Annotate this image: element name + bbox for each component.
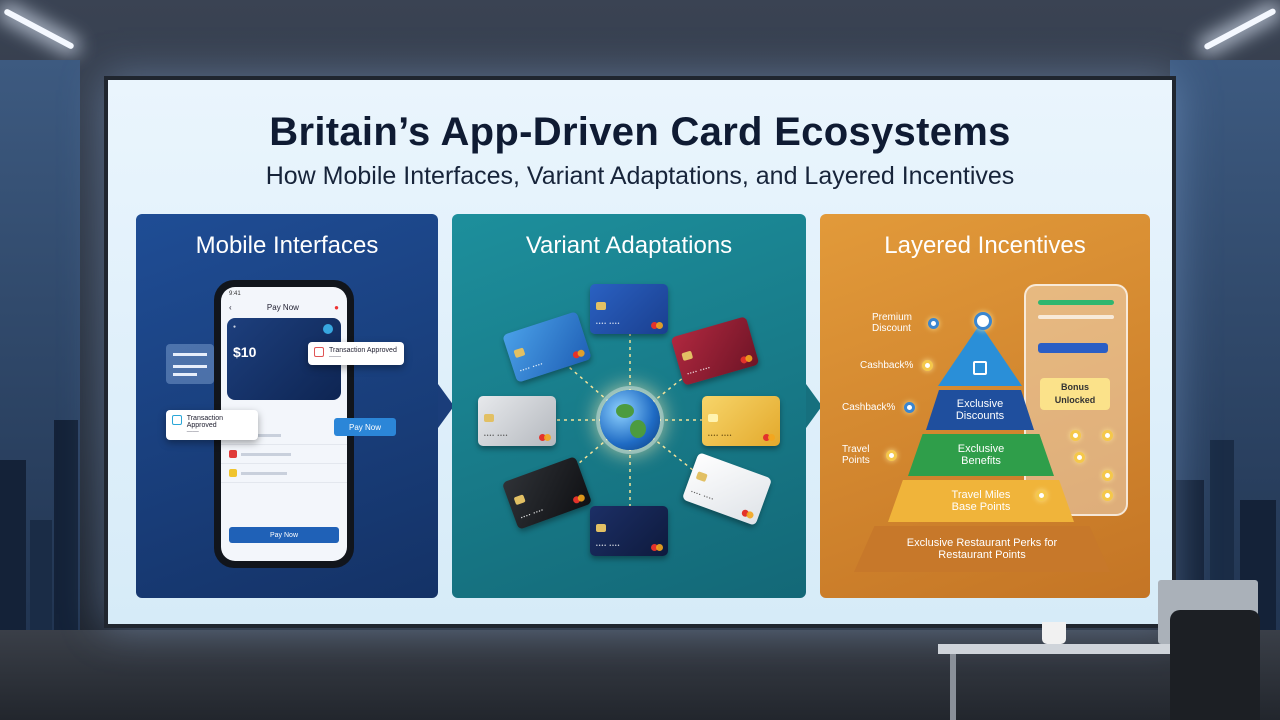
- panel-variant-adaptations: Variant Adaptations •••• •••• •••• •••• …: [452, 214, 806, 598]
- app-header: ‹ Pay Now ●: [221, 301, 347, 314]
- window-left: [0, 60, 80, 720]
- globe-icon: [600, 390, 660, 450]
- page-title: Britain’s App-Driven Card Ecosystems: [269, 110, 1011, 154]
- panel-mobile-interfaces: Mobile Interfaces 9:41 ‹ Pay Now ● ● $10: [136, 214, 438, 598]
- mastercard-logo-icon: [651, 322, 663, 329]
- credit-card-gold[interactable]: •••• ••••: [702, 396, 780, 446]
- panel-title-variants: Variant Adaptations: [525, 232, 733, 259]
- credit-card-silver[interactable]: •••• ••••: [478, 396, 556, 446]
- balance-amount: $10: [233, 344, 257, 360]
- mastercard-logo-icon: [539, 434, 551, 441]
- mastercard-logo-icon: [572, 349, 586, 359]
- notification-approved-bottom[interactable]: Transaction Approved——: [166, 410, 258, 440]
- status-bar: 9:41: [229, 291, 241, 297]
- incentive-node: [1102, 490, 1113, 501]
- incentive-node: [1102, 430, 1113, 441]
- incentive-node: [1036, 490, 1047, 501]
- mastercard-logo-icon: [572, 494, 586, 505]
- label-cashback-2: Cashback%: [842, 402, 896, 413]
- floating-pay-button[interactable]: Pay Now: [334, 418, 396, 436]
- back-icon[interactable]: ‹: [229, 303, 232, 312]
- tier-exclusive-benefits: Exclusive Benefits: [908, 434, 1054, 476]
- mastercard-logo-icon: [651, 544, 663, 551]
- tier-exclusive-restaurant: Exclusive Restaurant Perks for Restauran…: [854, 526, 1110, 572]
- incentive-node: [922, 360, 933, 371]
- presentation-board: Britain’s App-Driven Card Ecosystems How…: [104, 76, 1176, 628]
- check-icon: [314, 347, 324, 357]
- app-icon-red: [229, 450, 237, 458]
- list-item[interactable]: [221, 464, 347, 483]
- label-cashback-1: Cashback%: [860, 360, 914, 371]
- balance-card[interactable]: ● $10: [227, 318, 341, 400]
- page-subtitle: How Mobile Interfaces, Variant Adaptatio…: [265, 162, 1015, 190]
- app-icon-yellow: [229, 469, 237, 477]
- bonus-unlocked-badge[interactable]: Bonus Unlocked: [1040, 378, 1110, 410]
- incentive-node: [1070, 430, 1081, 441]
- target-icon: [973, 361, 987, 375]
- desk: [938, 644, 1258, 654]
- panel-title-mobile: Mobile Interfaces: [195, 232, 379, 259]
- credit-card-navy[interactable]: •••• ••••: [590, 506, 668, 556]
- mastercard-logo-icon: [741, 509, 755, 520]
- toast-title: Transaction Approved: [186, 415, 224, 429]
- check-icon: [172, 415, 182, 425]
- incentive-node: [1074, 452, 1085, 463]
- credit-card-blue-top[interactable]: •••• ••••: [590, 284, 668, 334]
- mastercard-logo-icon: [740, 354, 753, 364]
- incentive-node-top: [974, 312, 992, 330]
- tier-exclusive-discounts: Exclusive Discounts: [926, 390, 1034, 430]
- floating-widget: [166, 344, 214, 384]
- label-premium-discount: Premium Discount: [872, 312, 913, 334]
- list-item[interactable]: [221, 445, 347, 464]
- panel-layered-incentives: Layered Incentives Bonus Unlocked Exclus…: [820, 214, 1150, 598]
- incentive-node: [1102, 470, 1113, 481]
- incentive-node: [928, 318, 939, 329]
- incentive-node: [886, 450, 897, 461]
- notification-approved-top[interactable]: Transaction Approved——: [308, 342, 404, 365]
- card-label: ●: [233, 324, 237, 330]
- arrow-to-variants: [438, 384, 454, 428]
- tier-top: [938, 324, 1022, 386]
- office-chair: [1170, 610, 1260, 720]
- label-travel-points: Travel Points: [842, 444, 870, 466]
- toast-title: Transaction Approved: [329, 347, 397, 354]
- mastercard-logo-icon: [763, 434, 775, 441]
- contactless-icon: [323, 324, 333, 334]
- app-header-title: Pay Now: [266, 303, 299, 312]
- tier-travel-miles: Travel Miles Base Points: [888, 480, 1074, 522]
- close-icon[interactable]: ●: [334, 303, 339, 312]
- pay-now-button[interactable]: Pay Now: [229, 527, 339, 543]
- coffee-mug: [1042, 622, 1066, 644]
- incentive-node: [904, 402, 915, 413]
- panel-title-incentives: Layered Incentives: [884, 232, 1086, 259]
- arrow-to-incentives: [806, 384, 822, 428]
- avatar: [1038, 343, 1108, 353]
